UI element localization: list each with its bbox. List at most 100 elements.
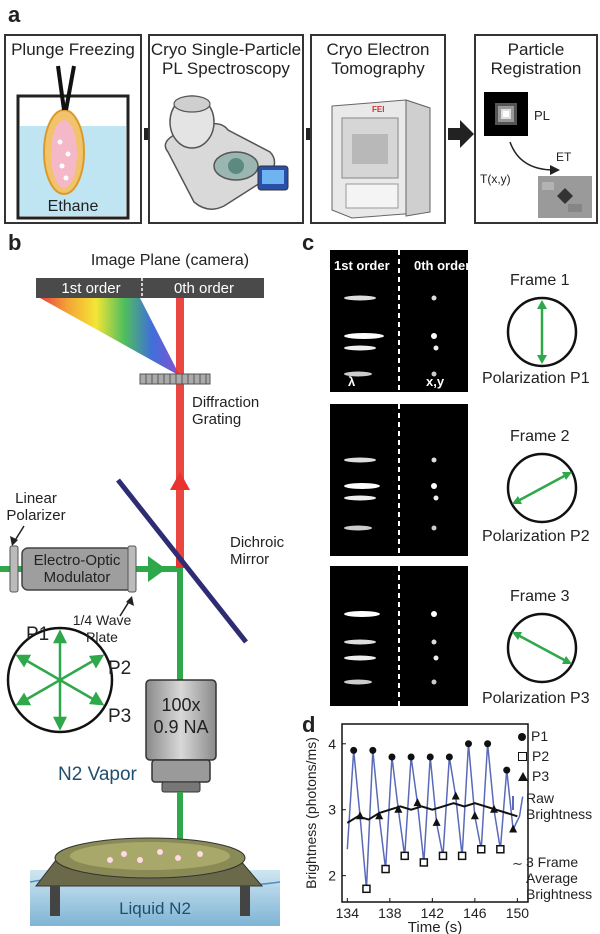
legend-avg: ∼ 3 Frame Average Brightness [512,854,598,902]
x-tick-label: 134 [336,905,360,921]
pl-particle-image [484,92,528,136]
step-title: Cryo Electron Tomography [326,40,430,78]
frame-image-3 [330,566,468,706]
frame-image-2 [330,404,468,556]
quarter-wave-plate-label: 1/4 Wave Plate [72,612,132,645]
p1-point [445,753,453,761]
frame-1-title: Frame 1 [510,272,570,289]
p2-point [476,845,486,854]
p3-point [356,811,365,820]
polarization-label-p1: P1 [26,624,50,645]
legend-square-icon [518,752,527,761]
legend-circle-icon [518,733,526,741]
svg-text:FEI: FEI [372,105,384,114]
p3-point [509,824,518,833]
legend-avg-line-icon: ∼ [512,856,523,871]
image-plane-label: Image Plane (camera) [90,252,250,269]
p2-point [419,858,429,867]
dispersed-spectrum [40,298,180,376]
legend-raw-line-icon [512,796,520,810]
objective-label: 100x 0.9 NA [153,695,209,737]
flow-arrow-3 [448,120,474,148]
frame-2-title: Frame 2 [510,428,570,445]
first-order-label: 1st order [61,280,121,297]
p2-point [438,851,448,861]
legend-p3: P3 [518,768,549,784]
polarization-label-p2: P2 [108,658,132,679]
pl-label: PL [534,108,550,123]
p2-point [496,845,505,854]
step-title: Particle Registration [490,40,582,78]
p1-point [484,740,492,748]
frame-2-polarization: Polarization P2 [482,528,590,545]
legend-p1: P1 [518,728,548,744]
average-brightness-line [346,802,518,824]
p1-point [503,766,511,774]
diffraction-grating-label: Diffraction Grating [192,394,260,428]
frame-2-polarization-icon [506,452,578,524]
legend-triangle-icon [518,772,528,781]
et-particle-image [538,176,592,218]
x-tick-label: 138 [378,905,402,921]
p2-point [400,851,409,861]
legend-raw: Raw Brightness [512,790,598,822]
p1-point [426,753,434,761]
step-plunge-freezing: Plunge Freezing Ethane [4,34,142,224]
p3-point [413,798,422,807]
xy-label: x,y [426,374,445,389]
panel-label-b: b [8,230,22,255]
frame-image-1 [330,250,468,392]
y-tick-label: 2 [328,868,336,884]
p1-point [369,746,377,754]
linear-polarizer-label: Linear Polarizer [6,490,66,524]
legend-raw-label: Raw Brightness [526,790,593,822]
dichroic-mirror [116,478,248,644]
legend-p2-label: P2 [532,748,550,764]
n2-vapor-label: N2 Vapor [58,764,137,785]
plunge-freezing-illustration [16,65,130,220]
frame-1-polarization: Polarization P1 [482,370,590,387]
liquid-n2-label: Liquid N2 [119,899,191,918]
microscope-illustration: FEI [331,99,431,219]
legend-p1-label: P1 [531,728,549,744]
frame-3-title: Frame 3 [510,588,570,605]
dichroic-mirror-label: Dichroic Mirror [230,534,285,568]
legend-avg-label: 3 Frame Average Brightness [526,854,593,902]
y-axis-label: Brightness (photons/ms) [303,737,319,889]
diffraction-grating [139,373,211,385]
linear-polarizer [9,545,19,593]
x-axis-label: Time (s) [408,919,462,934]
step-electron-tomography: Cryo Electron Tomography FEI [310,34,446,224]
p2-point [457,851,467,861]
eom-label: Electro-Optic Modulator [33,552,121,586]
emission-arrow [170,472,190,490]
x-tick-label: 142 [421,905,445,921]
p3-point [470,811,479,820]
step-title: Cryo Single-Particle PL Spectroscopy [150,40,302,78]
cryostage-illustration [164,95,289,210]
x-tick-label: 150 [506,905,530,921]
plot-frame [341,723,529,903]
panel-label-d: d [302,712,316,737]
p1-point [407,753,415,761]
y-tick-label: 4 [328,736,336,752]
p3-point [375,811,384,820]
camera-bar [36,278,264,298]
p3-point [489,804,498,813]
ethane-label: Ethane [47,198,99,215]
step-particle-registration: Particle Registration PL T(x,y) ET [474,34,598,224]
p3-point [451,791,460,800]
zeroth-order-label: 0th order [173,280,235,297]
quarter-wave-plate [127,545,137,593]
p1-point [464,740,472,748]
step-pl-spectroscopy: Cryo Single-Particle PL Spectroscopy [148,34,304,224]
excitation-arrow [148,556,166,582]
p1-point [388,753,396,761]
registration-arrow [509,141,560,175]
p2-point [362,884,371,894]
p3-point [394,804,403,813]
panel-label-c: c [302,230,315,255]
et-label: ET [556,150,572,164]
p3-point [432,817,441,826]
